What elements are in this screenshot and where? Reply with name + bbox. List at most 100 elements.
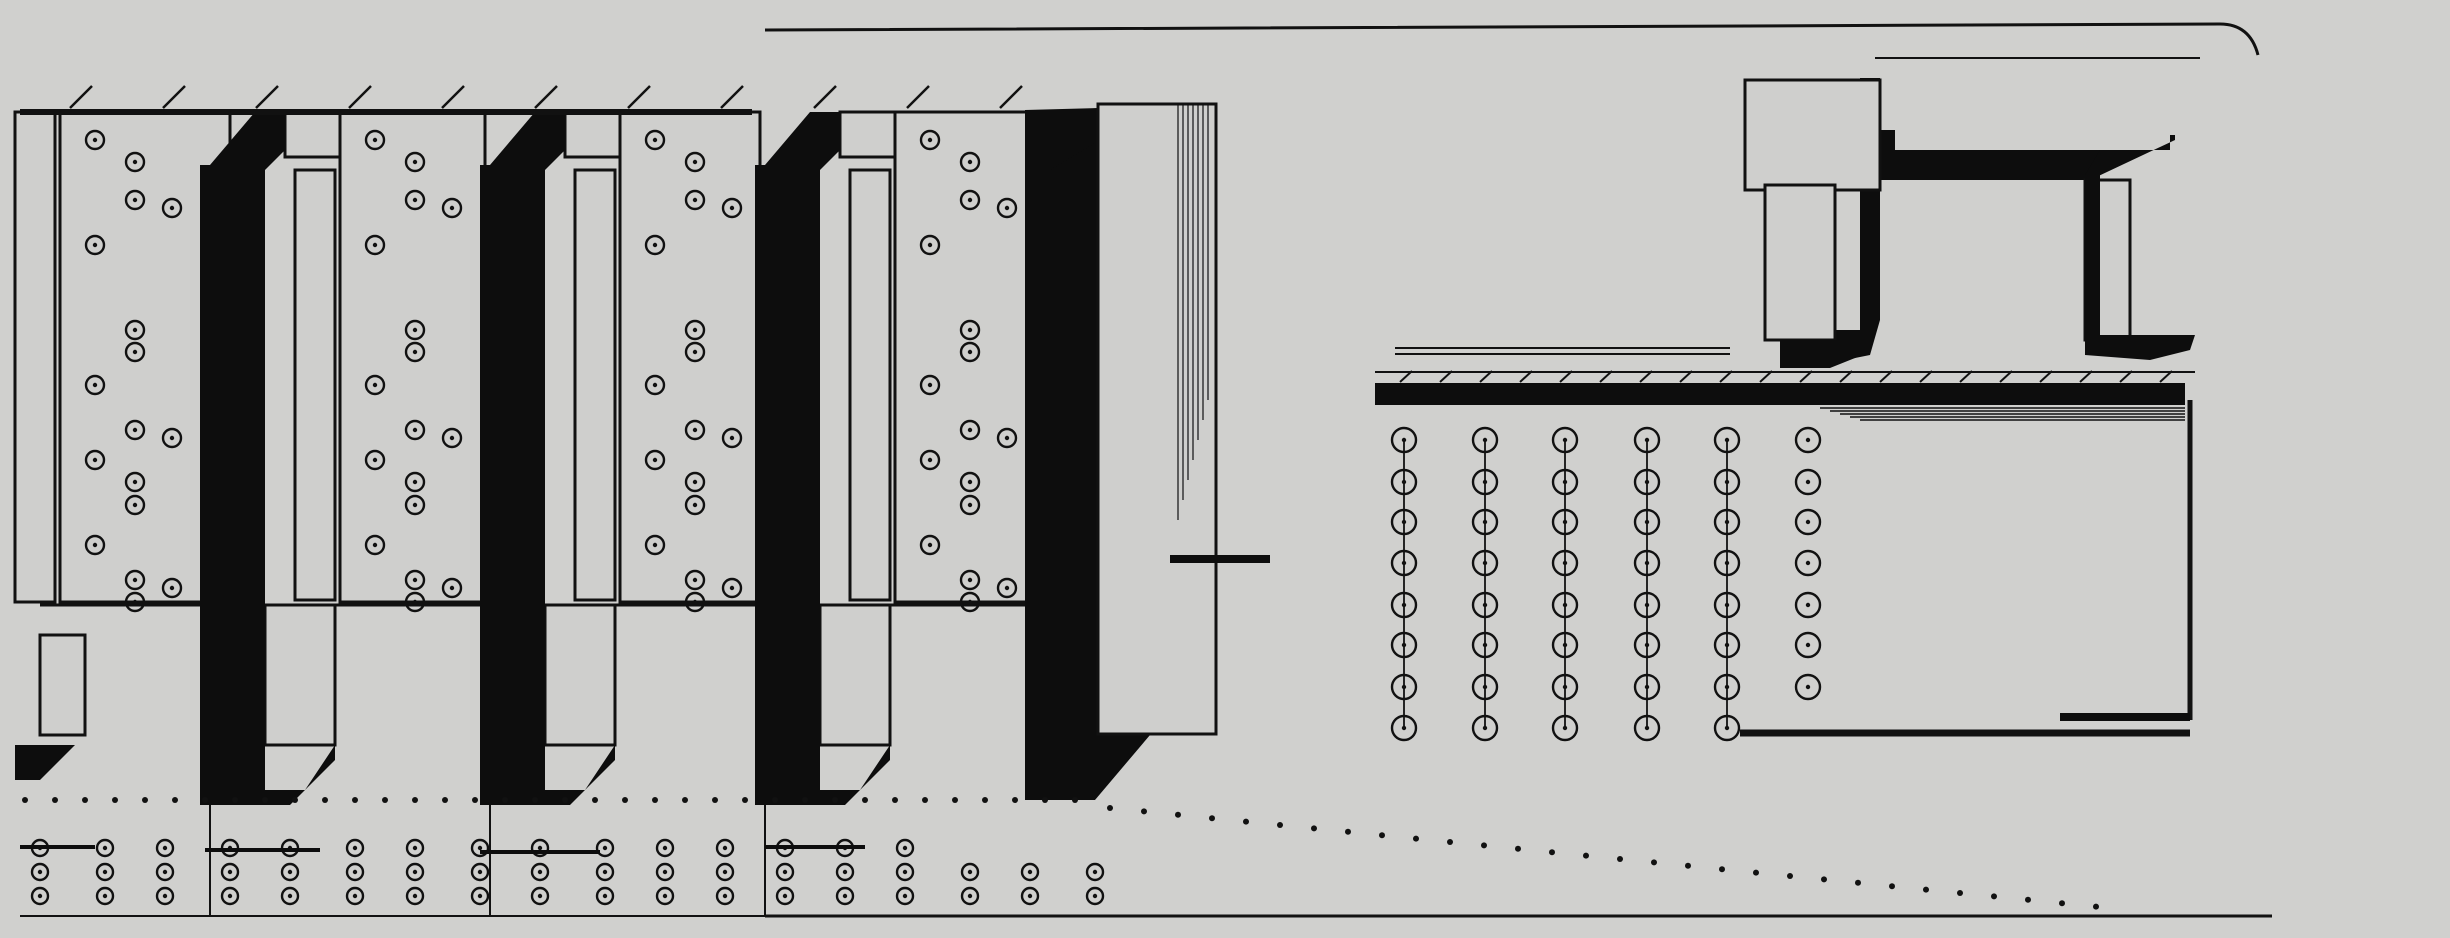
hatch-tick [999,85,1023,109]
bolt-center [1401,479,1407,485]
bolt-circle [715,862,735,882]
bolt-center [1482,725,1488,731]
bolt-center [1004,205,1010,211]
bolt-center [162,893,168,899]
bolt-center [162,869,168,875]
beam-hatch-ticks [1399,370,2173,383]
bolt-circle [1713,673,1741,701]
ground-dot [112,797,118,803]
bolt-center [927,382,933,388]
bolt-center [1482,437,1488,443]
bolt-center [1482,519,1488,525]
bolt-center [537,893,543,899]
bolt-circle [1551,508,1579,536]
ground-dot [1923,886,1929,893]
bolt-circle [1633,508,1661,536]
bolt-circle [404,189,426,211]
bolt-circle [919,374,941,396]
bolt-circle [996,577,1018,599]
bolt-circle [655,862,675,882]
bolt-circle [220,862,240,882]
top-frame-line [764,22,2260,56]
bolt-circle [404,319,426,341]
bolt-center [967,197,973,203]
edge-base [38,633,87,737]
bolt-center [902,845,908,851]
edge-shadow [15,745,75,780]
base-dividers [20,805,865,916]
pilaster-shadow [480,112,615,805]
bolt-circle [30,886,50,906]
ground-dot [652,797,658,803]
bolt-center [412,197,418,203]
ground-dot [1991,893,1997,900]
ground-dot [2025,896,2031,903]
bolt-circle [1551,591,1579,619]
bolt-circle [684,341,706,363]
bolt-circle [644,449,666,471]
bolt-circle [441,577,463,599]
bolt-center [169,585,175,591]
ground-dot [772,797,778,803]
bolt-circle [775,862,795,882]
ground-dot [952,797,958,803]
bolt-center [927,457,933,463]
bolt-center [782,869,788,875]
bolt-circle [1471,714,1499,742]
bolt-center [92,542,98,548]
bolt-circle [441,197,463,219]
bolt-center [1724,519,1730,525]
bolt-circle [124,569,146,591]
bolt-circle [655,886,675,906]
wall-panel [1096,102,1218,736]
bolt-center [1805,560,1811,566]
bolt-center [1482,642,1488,648]
bolt-circle [441,427,463,449]
bolt-circle [405,838,425,858]
bolt-center [132,577,138,583]
bolt-circle [1471,508,1499,536]
bolt-center [1644,642,1650,648]
bolt-circle [1551,631,1579,659]
bolt-center [1805,684,1811,690]
pilaster-cap [563,110,622,159]
bolt-circle [1633,673,1661,701]
ground-dot [802,797,808,803]
ground-dot [1209,815,1215,822]
bolt-center [1562,602,1568,608]
beam-tick [1399,370,1413,383]
bolt-circle [1471,468,1499,496]
bolt-circle [1713,714,1741,742]
bolt-circle [835,862,855,882]
pilaster-shaft [573,168,617,602]
bolt-center [1092,869,1098,875]
beam-tick [1519,370,1533,383]
bolt-center [477,893,483,899]
bolt-circle [1713,591,1741,619]
ground-dot [202,797,208,803]
beam-tick [1879,370,1893,383]
bolt-center [1482,479,1488,485]
hatch-tick [162,85,186,109]
bolt-circle [124,494,146,516]
bolt-center [412,502,418,508]
bolt-circle [155,862,175,882]
bolt-center [102,845,108,851]
ground-dot [262,797,268,803]
bolt-circle [595,862,615,882]
bolt-circle [684,319,706,341]
ground-dot [892,797,898,803]
bolt-circle [124,419,146,441]
bolt-circle [895,862,915,882]
ground-dot [1583,852,1589,859]
bolt-circle [1551,673,1579,701]
bolt-center [1562,560,1568,566]
bolt-center [729,585,735,591]
bolt-circle [996,427,1018,449]
pilaster-cap [283,110,342,159]
bolt-circle [220,886,240,906]
ground-dot [1515,845,1521,852]
bolt-circle [364,129,386,151]
bolt-center [692,599,698,605]
bolt-center [722,893,728,899]
